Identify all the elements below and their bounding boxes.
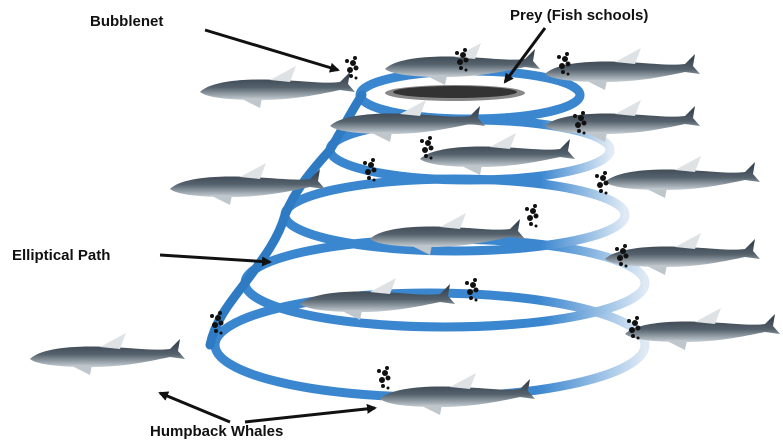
label-humpback-whales: Humpback Whales xyxy=(150,423,283,440)
label-elliptical-path: Elliptical Path xyxy=(12,247,110,264)
whale-icon xyxy=(200,66,355,108)
label-prey: Prey (Fish schools) xyxy=(510,7,648,24)
whale-icon xyxy=(605,156,760,198)
bubble-cluster-icon xyxy=(525,204,539,228)
whale-icon xyxy=(420,133,575,175)
whale-icon xyxy=(30,333,185,375)
whale-icon xyxy=(380,373,535,415)
humpback-arrow-right xyxy=(245,408,375,422)
humpback-arrow-left xyxy=(160,393,230,422)
bubblenet-arrow xyxy=(205,30,338,70)
whales xyxy=(30,43,780,415)
label-bubblenet: Bubblenet xyxy=(90,13,163,30)
elliptical-path-arrow xyxy=(160,255,270,262)
bubble-cluster-icon xyxy=(377,366,391,390)
fish-school-icon xyxy=(385,85,525,101)
